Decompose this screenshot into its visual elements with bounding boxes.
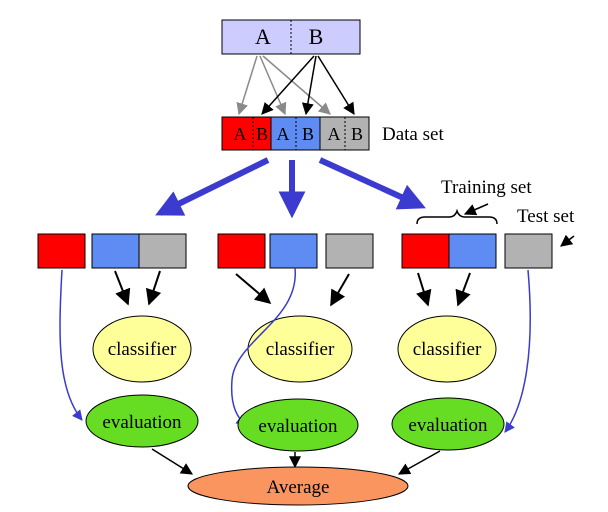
train-arrow [145, 270, 162, 306]
test-curve [230, 267, 296, 426]
average-label: Average [267, 477, 330, 498]
column-2-evaluation-label: evaluation [258, 416, 338, 437]
distribution-arrows [155, 157, 426, 219]
fold-2-letter-a: A [277, 124, 290, 144]
column-3-block-2 [448, 233, 497, 269]
average-ellipse [187, 466, 409, 506]
column-1-classifier-label: classifier [108, 339, 177, 360]
column-1-evaluation [85, 394, 199, 448]
top-dataset-box: A B [221, 19, 361, 55]
fold-column-1: classifier evaluation [37, 233, 199, 475]
fold-column-2: classifier evaluation [217, 233, 374, 469]
black-split-arrow [317, 55, 355, 116]
column-2-classifier-label: classifier [266, 339, 335, 360]
column-3-classifier [397, 315, 497, 383]
split-arrows [236, 55, 355, 116]
test-set-label: Test set [517, 206, 575, 227]
test-curve [504, 269, 531, 433]
column-3-block-1 [401, 233, 450, 269]
column-1-evaluation-label: evaluation [102, 412, 182, 433]
training-set-pointer [463, 203, 489, 216]
black-split-arrow [261, 55, 315, 115]
column-2-block-2 [269, 233, 318, 269]
train-arrow [235, 273, 272, 305]
column-3-block-3 [504, 233, 553, 269]
test-set-pointer [560, 234, 575, 247]
fold-1-letter-a: A [234, 124, 247, 144]
fold-1-letter-b: B [256, 124, 268, 144]
fold-column-3: classifier evaluation [391, 233, 553, 475]
data-set-row: A B A B A B Data set [221, 116, 444, 151]
column-1-block-2 [91, 233, 140, 269]
average-arrow [397, 450, 441, 475]
column-2-block-1 [217, 233, 266, 269]
average-arrow [151, 448, 194, 475]
train-arrow [416, 272, 432, 307]
fold-1 [221, 116, 272, 151]
data-set-label: Data set [382, 124, 444, 145]
column-1-block-3 [138, 233, 187, 269]
gray-split-arrow [262, 55, 331, 115]
test-curve [59, 269, 83, 421]
column-3-evaluation [391, 397, 505, 451]
big-arrow-left [155, 157, 270, 216]
top-box-letter-b: B [309, 24, 324, 49]
train-arrow [330, 273, 350, 307]
column-1-block-1 [37, 233, 86, 269]
black-split-arrow [301, 55, 317, 116]
train-arrow [455, 272, 471, 307]
column-2-evaluation [237, 398, 359, 452]
fold-3-letter-b: B [351, 124, 363, 144]
average-node: Average [187, 466, 409, 506]
big-arrow-right [318, 157, 426, 210]
column-2-block-3 [325, 233, 374, 269]
column-3-classifier-label: classifier [413, 339, 482, 360]
top-box-letter-a: A [255, 24, 271, 49]
gray-split-arrow [259, 55, 287, 116]
fold-3-letter-a: A [328, 124, 341, 144]
training-set-brace [416, 208, 498, 225]
train-arrow [114, 270, 131, 306]
annotations: Training set Test set [416, 177, 575, 247]
gray-split-arrow [236, 55, 258, 116]
column-3-evaluation-label: evaluation [408, 415, 488, 436]
column-1-classifier [92, 315, 192, 383]
fold-2-letter-b: B [302, 124, 314, 144]
training-set-label: Training set [441, 177, 532, 198]
